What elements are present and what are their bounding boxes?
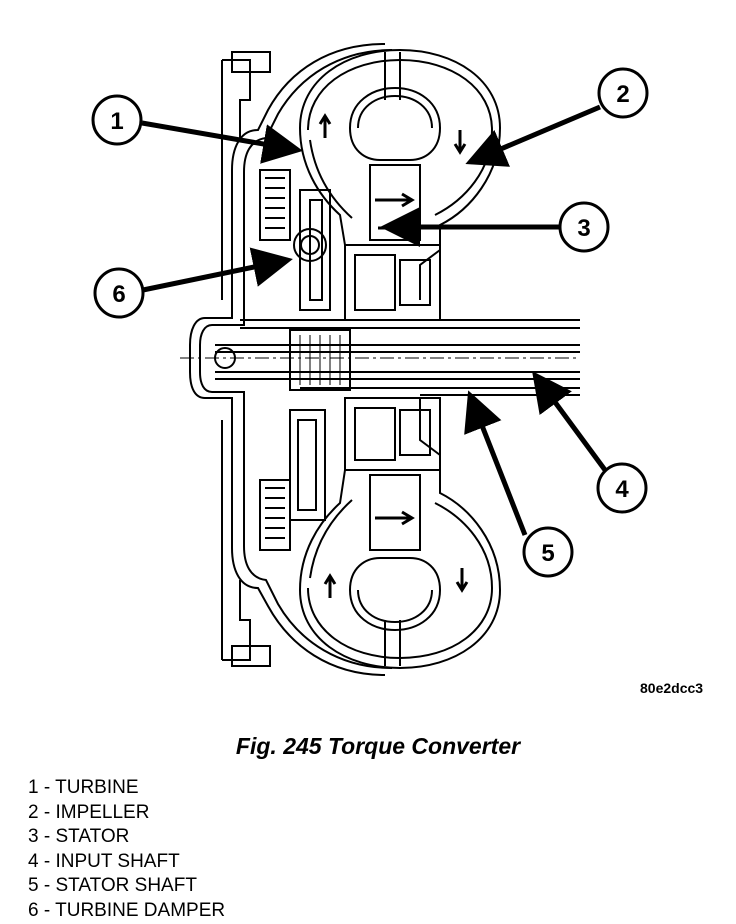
torque-converter-diagram: 1 2 3 4 5 6 (91, 43, 649, 676)
legend-label: TURBINE DAMPER (55, 899, 226, 921)
shaft-assembly (180, 319, 580, 396)
stator-lower (259, 397, 441, 551)
torus-upper (299, 48, 502, 300)
legend-separator: - (38, 875, 56, 897)
callout-arrow-2 (465, 104, 601, 167)
legend-label: INPUT SHAFT (55, 850, 180, 872)
legend-separator: - (38, 850, 56, 872)
legend-number: 3 (28, 826, 39, 848)
svg-text:4: 4 (615, 476, 629, 503)
legend-item: 1 - TURBINE (28, 776, 225, 801)
legend-number: 6 (28, 899, 39, 921)
callout-arrow-1 (141, 120, 303, 164)
legend-item: 5 - STATOR SHAFT (28, 874, 225, 899)
legend-item: 3 - STATOR (28, 825, 225, 850)
stator-upper (259, 164, 441, 321)
callout-3: 3 (558, 201, 610, 253)
callout-6: 6 (93, 267, 145, 319)
callout-arrows (141, 104, 608, 536)
svg-text:1: 1 (110, 108, 123, 135)
callout-arrow-6 (142, 247, 293, 293)
torus-lower (299, 398, 502, 670)
callout-2: 2 (597, 67, 649, 119)
legend-separator: - (38, 777, 56, 798)
legend-list: 1 - TURBINE 2 - IMPELLER 3 - STATOR 4 - … (28, 776, 225, 924)
legend-number: 1 (28, 777, 39, 798)
svg-text:5: 5 (541, 540, 554, 567)
figure-caption: Fig. 245 Torque Converter (235, 733, 521, 759)
legend-separator: - (38, 801, 56, 823)
legend-number: 5 (28, 875, 39, 897)
legend-item: 6 - TURBINE DAMPER (28, 899, 225, 924)
legend-label: TURBINE (55, 777, 139, 798)
legend-item: 2 - IMPELLER (28, 801, 225, 826)
legend-label: STATOR SHAFT (55, 875, 197, 897)
svg-text:3: 3 (577, 215, 590, 242)
legend-separator: - (38, 899, 56, 921)
figure-code: 80e2dcc3 (640, 680, 704, 696)
legend-label: IMPELLER (55, 801, 150, 823)
callout-arrow-5 (464, 390, 528, 536)
callout-1: 1 (91, 94, 143, 146)
legend-separator: - (38, 826, 56, 848)
callout-arrow-4 (532, 370, 608, 472)
legend-number: 4 (28, 850, 39, 872)
svg-text:2: 2 (616, 81, 629, 108)
legend-item: 4 - INPUT SHAFT (28, 850, 225, 875)
legend-label: STATOR (55, 826, 130, 848)
callout-5: 5 (522, 526, 574, 578)
svg-text:6: 6 (112, 281, 125, 308)
legend-number: 2 (28, 801, 39, 823)
callout-4: 4 (596, 462, 648, 514)
